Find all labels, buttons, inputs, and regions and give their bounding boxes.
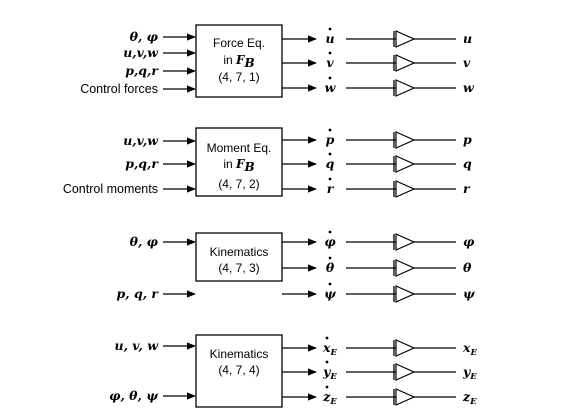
- derivative-label: yE: [322, 364, 337, 382]
- derivative-dot: [328, 256, 332, 260]
- integrator-icon: [395, 54, 416, 72]
- derivative-label: v: [326, 55, 334, 70]
- derivative-dot: [328, 152, 332, 156]
- derivative-dot: [325, 360, 329, 364]
- box-label: in FB: [223, 157, 254, 174]
- integrator-icon: [395, 79, 416, 97]
- result-label: zE: [462, 389, 477, 407]
- derivative-dot: [328, 51, 332, 55]
- integrator-icon: [395, 285, 416, 303]
- result-label: w: [463, 80, 475, 95]
- box-label: (4, 7, 3): [218, 261, 259, 275]
- derivative-label: q: [326, 156, 335, 171]
- result-label: ψ: [463, 286, 476, 301]
- derivative-label: φ: [324, 234, 336, 249]
- box-label: (4, 7, 2): [218, 177, 259, 191]
- result-label: xE: [462, 340, 477, 358]
- result-label: r: [463, 181, 471, 196]
- derivative-label: ψ: [324, 286, 337, 301]
- input-label: p, q, r: [117, 286, 160, 301]
- box-label: (4, 7, 1): [218, 70, 259, 84]
- derivative-label: zE: [322, 389, 337, 407]
- integrator-icon: [395, 339, 416, 357]
- integrator-icon: [395, 180, 416, 198]
- derivative-dot: [328, 128, 332, 132]
- result-label: φ: [463, 234, 475, 249]
- box-label: in FB: [223, 53, 254, 70]
- derivative-label: p: [326, 132, 335, 147]
- box-label: Moment Eq.: [207, 141, 272, 155]
- integrator-icon: [395, 233, 416, 251]
- derivative-dot: [328, 177, 332, 181]
- integrator-icon: [395, 131, 416, 149]
- result-label: p: [463, 132, 472, 147]
- equation-box: [195, 334, 283, 408]
- derivative-dot: [328, 230, 332, 234]
- input-label: u, v, w: [115, 338, 160, 353]
- input-label: θ, φ: [130, 29, 159, 44]
- result-label: u: [463, 31, 472, 46]
- input-label: Control moments: [63, 182, 158, 196]
- box-label: Force Eq.: [213, 36, 265, 50]
- input-label: u,v,w: [123, 133, 159, 148]
- derivative-label: u: [325, 31, 334, 46]
- result-label: θ: [463, 260, 472, 275]
- box-label: Kinematics: [210, 245, 269, 259]
- input-label: p,q,r: [125, 156, 159, 171]
- result-label: v: [463, 55, 471, 70]
- integrator-icon: [395, 388, 416, 406]
- block-1: Force Eq. in FB(4, 7, 1) θ, φu,v,w p,q,rCon…: [80, 24, 475, 98]
- derivative-dot: [325, 336, 329, 340]
- input-label: φ, θ, ψ: [109, 388, 159, 403]
- input-label: p,q,r: [125, 63, 159, 78]
- derivative-dot: [328, 76, 332, 80]
- equation-box: [195, 127, 283, 197]
- block-4: Kinematics (4, 7, 4) u, v, w φ, θ, ψ xE xE yE y…: [109, 334, 477, 408]
- derivative-dot: [328, 282, 332, 286]
- block-2: Moment Eq. in FB (4, 7, 2) u,v,w p,q,rContro…: [63, 127, 472, 198]
- box-label: Kinematics: [210, 347, 269, 361]
- derivative-label: r: [327, 181, 335, 196]
- integrator-icon: [395, 30, 416, 48]
- result-label: yE: [462, 364, 477, 382]
- derivative-dot: [328, 27, 332, 31]
- integrator-icon: [395, 155, 416, 173]
- derivative-label: θ: [326, 260, 335, 275]
- input-label: u,v,w: [123, 45, 159, 60]
- input-label: θ, φ: [130, 234, 159, 249]
- result-label: q: [463, 156, 472, 171]
- derivative-label: xE: [322, 340, 337, 358]
- equation-box: [195, 24, 283, 98]
- equation-box: [195, 232, 283, 282]
- integrator-icon: [395, 363, 416, 381]
- derivative-dot: [325, 385, 329, 389]
- box-label: (4, 7, 4): [218, 363, 259, 377]
- integrator-icon: [395, 259, 416, 277]
- derivative-label: w: [325, 80, 337, 95]
- input-label: Control forces: [80, 82, 158, 96]
